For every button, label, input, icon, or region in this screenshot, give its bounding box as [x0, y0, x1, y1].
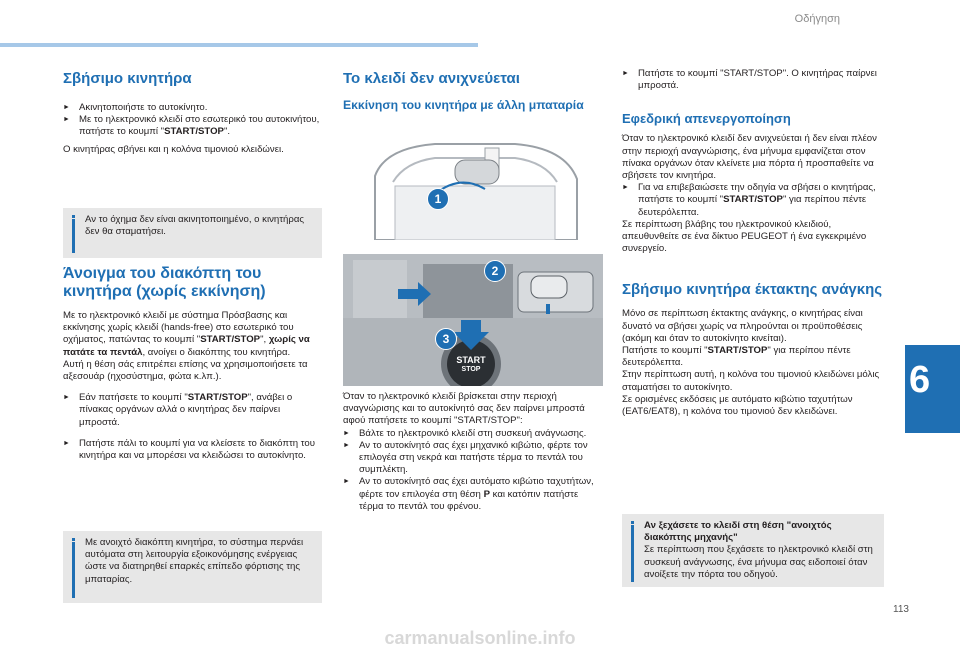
emergency-paragraph-2: Πατήστε το κουμπί "START/STOP" για περίπ… [622, 345, 851, 369]
backup-paragraph-2: Σε περίπτωση βλάβης του ηλεκτρονικού κλε… [622, 218, 867, 255]
backup-paragraph-1: Όταν το ηλεκτρονικό κλειδί δεν ανιχνεύετ… [622, 133, 877, 182]
heading-backup-off: Εφεδρική απενεργοποίηση [622, 111, 791, 127]
heading-stop-engine: Σβήσιμο κινητήρα [63, 70, 192, 87]
emergency-paragraph-3: Στην περίπτωση αυτή, η κολόνα του τιμονι… [622, 369, 880, 393]
start-button-photo: 3 START STOP [343, 318, 603, 386]
callout-1: 1 [427, 188, 449, 210]
chapter-number: 6 [909, 359, 931, 401]
heading-emergency-stop: Σβήσιμο κινητήρα έκτακτης ανάγκης [622, 281, 883, 299]
ignition-paragraph-2: Αυτή η θέση σάς επιτρέπει επίσης να χρησ… [63, 358, 308, 383]
note-box-1: Αν το όχημα δεν είναι ακινητοποιημένο, ο… [63, 208, 322, 258]
key-reader-photo: 2 [343, 254, 603, 328]
info-icon [71, 538, 76, 598]
no-key-bullet-3: Αν το αυτοκίνητό σας έχει αυτόματο κιβώτ… [343, 476, 601, 513]
chapter-tab: 6 [905, 345, 960, 433]
car-top-view-drawing [374, 143, 578, 240]
car-top-view-illustration: 1 [365, 134, 581, 240]
start-bullet: Πατήστε το κουμπί "START/STOP". Ο κινητή… [622, 68, 884, 92]
note-1-text: Αν το όχημα δεν είναι ακινητοποιημένο, ο… [85, 214, 304, 238]
stop-bullet-2: Με το ηλεκτρονικό κλειδί στο εσωτερικό τ… [63, 114, 321, 138]
heading-ignition-on: Άνοιγμα του διακόπτη του κινητήρα (χωρίς… [63, 265, 266, 300]
no-key-bullet-2: Αν το αυτοκίνητό σας έχει μηχανικό κιβώτ… [343, 440, 601, 477]
emergency-paragraph-1: Μόνο σε περίπτωση έκτακτης ανάγκης, ο κι… [622, 308, 863, 344]
ignition-paragraph-1: Με το ηλεκτρονικό κλειδί με σύστημα Πρόσ… [63, 310, 310, 358]
section-title: Οδήγηση [794, 13, 840, 25]
note-3-text: Σε περίπτωση που ξεχάσετε το ηλεκτρονικό… [644, 544, 873, 580]
stop-bullet-1: Ακινητοποιήστε το αυτοκίνητο. [63, 102, 321, 114]
emergency-paragraph-4: Σε ορισμένες εκδόσεις με αυτόματο κιβώτι… [622, 393, 853, 418]
page-number: 113 [893, 604, 909, 615]
note-3-heading: Αν ξεχάσετε το κλειδί στη θέση "ανοιχτός… [644, 520, 832, 544]
note-2-text: Με ανοιχτό διακόπτη κινητήρα, το σύστημα… [85, 537, 304, 585]
heading-other-battery: Εκκίνηση του κινητήρα με άλλη μπαταρία [343, 98, 584, 112]
note-box-2: Με ανοιχτό διακόπτη κινητήρα, το σύστημα… [63, 531, 322, 603]
column-1-lower: Άνοιγμα του διακόπτη του κινητήρα (χωρίς… [63, 265, 321, 462]
ignition-bullet-1: Εάν πατήσετε το κουμπί "START/STOP", ανά… [63, 392, 321, 429]
callout-2: 2 [484, 260, 506, 282]
info-icon [71, 215, 76, 253]
backup-bullet: Για να επιβεβαιώσετε την οδηγία να σβήσε… [622, 182, 884, 219]
note-box-3: Αν ξεχάσετε το κλειδί στη θέση "ανοιχτός… [622, 514, 884, 587]
info-icon [630, 521, 635, 582]
column-3: Πατήστε το κουμπί "START/STOP". Ο κινητή… [622, 68, 884, 418]
heading-key-not-detected: Το κλειδί δεν ανιχνεύεται [343, 70, 520, 87]
top-accent-bar [0, 43, 478, 47]
no-key-bullet-1: Βάλτε το ηλεκτρονικό κλειδί στη συσκευή … [343, 428, 601, 440]
start-button-drawing [343, 318, 603, 386]
ignition-bullet-2: Πατήστε πάλι το κουμπί για να κλείσετε τ… [63, 438, 321, 462]
key-reader-drawing [343, 254, 603, 328]
start-stop-label: START STOP [456, 355, 486, 374]
column-1: Σβήσιμο κινητήρα Ακινητοποιήστε το αυτοκ… [63, 70, 321, 156]
watermark: carmanualsonline.info [384, 628, 576, 648]
callout-3: 3 [435, 328, 457, 350]
column-2-text: Όταν το ηλεκτρονικό κλειδί βρίσκεται στη… [343, 391, 601, 513]
column-2-top: Το κλειδί δεν ανιχνεύεται Εκκίνηση του κ… [343, 70, 605, 113]
stop-paragraph: Ο κινητήρας σβήνει και η κολόνα τιμονιού… [63, 143, 284, 155]
no-key-paragraph: Όταν το ηλεκτρονικό κλειδί βρίσκεται στη… [343, 391, 585, 427]
